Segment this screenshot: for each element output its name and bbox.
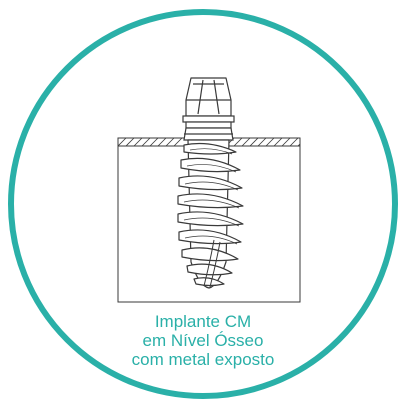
implant-threads bbox=[177, 142, 244, 287]
caption-line-3: com metal exposto bbox=[131, 350, 275, 369]
cutting-flute bbox=[203, 239, 221, 288]
caption-line-2: em Nível Ósseo bbox=[142, 331, 264, 350]
caption-line-1: Implante CM bbox=[154, 312, 252, 331]
implant-caption: Implante CM em Nível Ósseo com metal exp… bbox=[0, 312, 406, 369]
thread-shading bbox=[183, 148, 240, 245]
implant-collar bbox=[182, 115, 235, 141]
abutment bbox=[185, 77, 232, 117]
